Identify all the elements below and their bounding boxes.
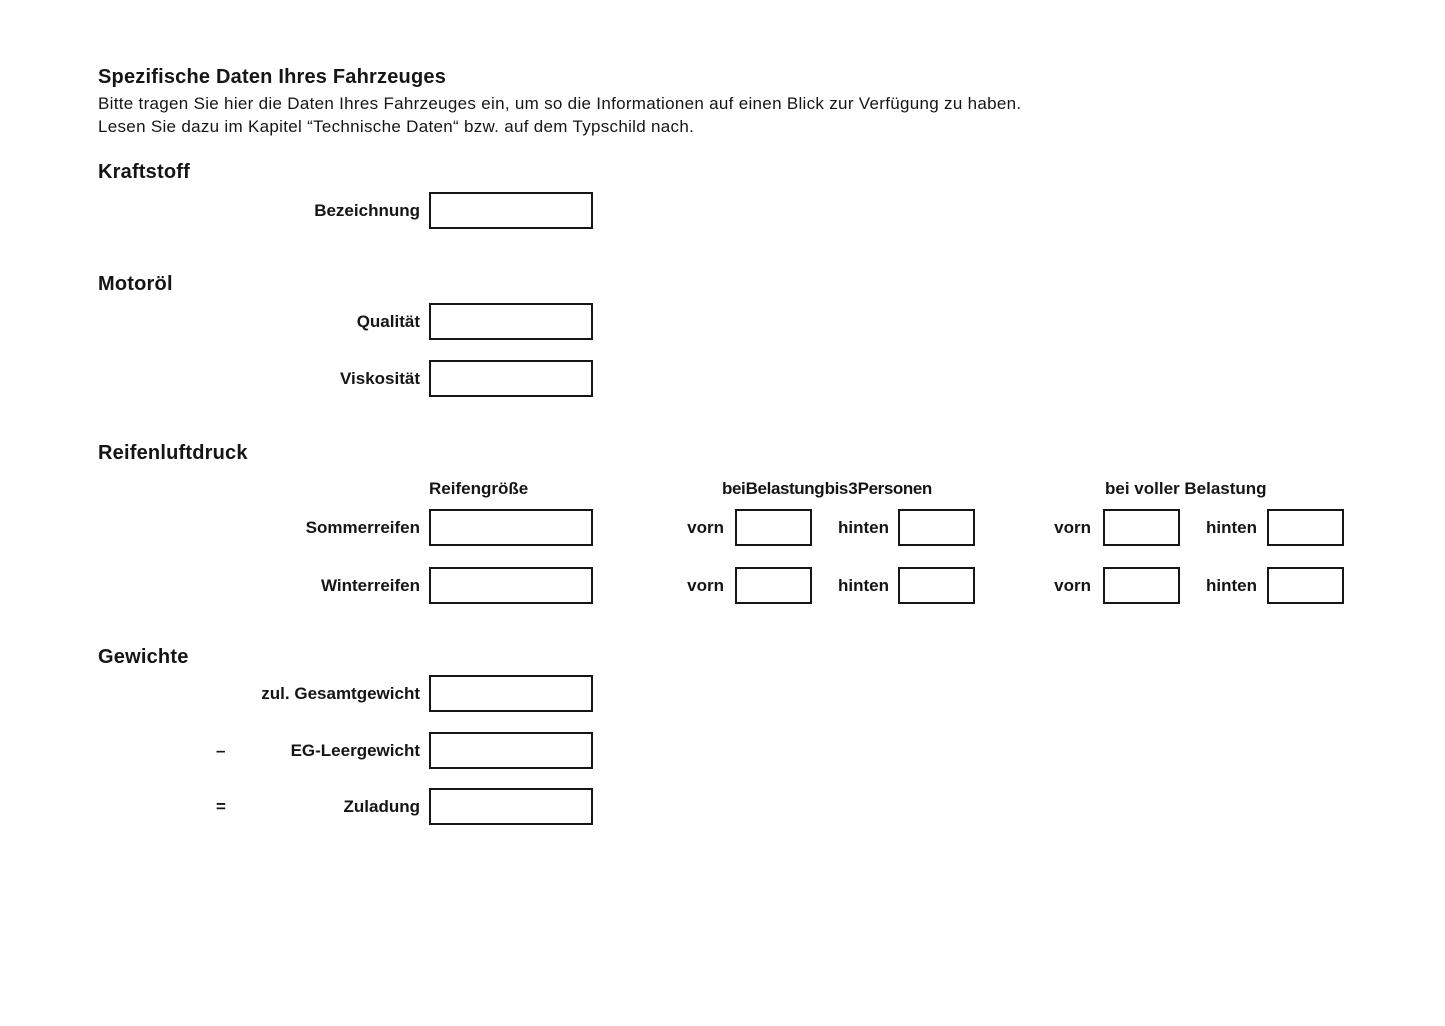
rear-axle-label: hinten bbox=[838, 576, 889, 595]
section-heading-reifenluftdruck: Reifenluftdruck bbox=[98, 442, 248, 464]
winter-tire-size-input[interactable] bbox=[429, 567, 593, 604]
rear-axle-label: hinten bbox=[838, 518, 889, 537]
gewichte-payload-input[interactable] bbox=[429, 788, 593, 825]
gewichte-total-weight-input[interactable] bbox=[429, 675, 593, 712]
front-axle-label: vorn bbox=[1054, 576, 1091, 595]
winter-full-rear-input[interactable] bbox=[1267, 567, 1344, 604]
summer-full-rear-input[interactable] bbox=[1267, 509, 1344, 546]
field-label-qualitaet: Qualität bbox=[356, 312, 420, 331]
column-header-load-3-persons: bei Belastung bis 3 Personen bbox=[722, 479, 932, 498]
motoroel-viskositaet-input[interactable] bbox=[429, 360, 593, 397]
field-label-bezeichnung: Bezeichnung bbox=[314, 201, 420, 220]
front-axle-label: vorn bbox=[687, 576, 724, 595]
field-label-leergewicht: EG-Leergewicht bbox=[290, 741, 420, 760]
summer-full-front-input[interactable] bbox=[1103, 509, 1180, 546]
summer-load3-front-input[interactable] bbox=[735, 509, 812, 546]
intro-line-1: Bitte tragen Sie hier die Daten Ihres Fa… bbox=[98, 94, 1022, 113]
rear-axle-label: hinten bbox=[1206, 576, 1257, 595]
page-title: Spezifische Daten Ihres Fahrzeuges bbox=[98, 66, 447, 88]
column-header-full-load: bei voller Belastung bbox=[1105, 479, 1267, 498]
minus-operator: – bbox=[216, 741, 226, 760]
winter-load3-front-input[interactable] bbox=[735, 567, 812, 604]
gewichte-empty-weight-input[interactable] bbox=[429, 732, 593, 769]
field-label-viskositaet: Viskosität bbox=[339, 369, 420, 388]
rear-axle-label: hinten bbox=[1206, 518, 1257, 537]
equals-operator: = bbox=[216, 797, 226, 816]
section-heading-gewichte: Gewichte bbox=[98, 646, 189, 668]
row-label-winterreifen: Winterreifen bbox=[320, 576, 420, 595]
winter-load3-rear-input[interactable] bbox=[898, 567, 975, 604]
field-label-gesamtgewicht: zul. Gesamtgewicht bbox=[261, 684, 420, 703]
intro-line-2: Lesen Sie dazu im Kapitel “Technische Da… bbox=[98, 117, 695, 136]
section-heading-motoroel: Motoröl bbox=[98, 273, 173, 295]
kraftstoff-bezeichnung-input[interactable] bbox=[429, 192, 593, 229]
motoroel-qualitaet-input[interactable] bbox=[429, 303, 593, 340]
row-label-sommerreifen: Sommerreifen bbox=[305, 518, 420, 537]
column-header-reifengroesse: Reifengröße bbox=[429, 479, 529, 498]
field-label-zuladung: Zuladung bbox=[343, 797, 420, 816]
front-axle-label: vorn bbox=[1054, 518, 1091, 537]
winter-full-front-input[interactable] bbox=[1103, 567, 1180, 604]
summer-tire-size-input[interactable] bbox=[429, 509, 593, 546]
section-heading-kraftstoff: Kraftstoff bbox=[98, 161, 190, 183]
front-axle-label: vorn bbox=[687, 518, 724, 537]
summer-load3-rear-input[interactable] bbox=[898, 509, 975, 546]
